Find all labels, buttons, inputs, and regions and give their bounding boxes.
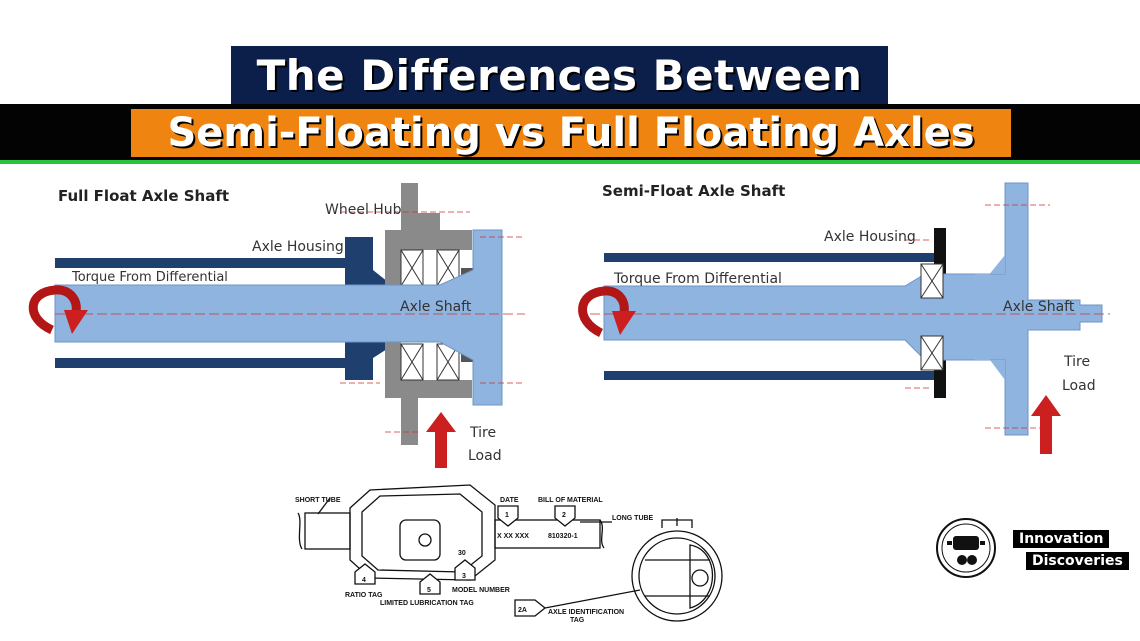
full-float-housing-upper-flange xyxy=(345,237,398,298)
semi-float-hub-taper-lower xyxy=(975,340,1005,380)
leader-axle-id-tag xyxy=(544,589,641,609)
brand-logo-tab-left xyxy=(947,541,952,545)
cover-end-view-inner xyxy=(638,537,716,615)
brand-logo-tab-right xyxy=(980,541,985,545)
bom-code: 810320-1 xyxy=(548,533,578,540)
callout-4: 4 xyxy=(362,577,366,584)
full-float-bearings-lower xyxy=(400,343,460,381)
callout-5-shape xyxy=(419,573,441,595)
casting-number: 30 xyxy=(458,550,466,557)
callout-5: 5 xyxy=(427,587,431,594)
full-float-housing-lower-tube xyxy=(55,358,345,368)
semi-float-torque-label: Torque From Differential xyxy=(613,271,782,287)
model-number-label: MODEL NUMBER xyxy=(452,587,510,594)
brand-logo-inner-ring xyxy=(941,523,991,573)
full-float-axle-shaft-label: Axle Shaft xyxy=(400,299,472,315)
full-float-tire-label: Tire xyxy=(469,425,496,441)
full-float-load-arrow xyxy=(426,412,456,468)
brand-name-line-1: Innovation xyxy=(1013,530,1110,548)
axle-tag-diagram xyxy=(297,484,723,622)
date-code: X XX XXX xyxy=(497,533,529,540)
full-float-hub-upper-wall xyxy=(385,250,401,290)
full-float-torque-arrow xyxy=(28,285,81,335)
axle-id-tag-label-2: TAG xyxy=(570,617,585,624)
full-float-title: Full Float Axle Shaft xyxy=(58,187,229,205)
title-line-1-banner: The Differences Between xyxy=(231,46,888,104)
limited-lubrication-tag-label: LIMITED LUBRICATION TAG xyxy=(380,600,474,607)
brand-logo-dot-1 xyxy=(957,555,967,565)
callout-1: 1 xyxy=(505,512,509,519)
axle-id-tag-label-1: AXLE IDENTIFICATION xyxy=(548,609,624,616)
full-float-torque-label: Torque From Differential xyxy=(71,270,228,285)
date-label: DATE xyxy=(500,497,519,504)
short-tube-break xyxy=(297,512,303,550)
callout-1-shape xyxy=(497,505,519,527)
semi-float-hub-taper-upper xyxy=(975,255,1005,292)
full-float-diagram: Full Float Axle Shaft xyxy=(28,183,525,468)
callout-3-shape xyxy=(454,559,476,581)
semi-float-title: Semi-Float Axle Shaft xyxy=(602,182,785,200)
gear-icon xyxy=(953,536,979,550)
cover-tag-plate xyxy=(689,544,713,609)
callout-2: 2 xyxy=(562,512,566,519)
semi-float-torque-arrow xyxy=(578,286,629,338)
short-tube xyxy=(304,512,351,550)
brand-name-line-2: Discoveries xyxy=(1026,552,1129,570)
cover-plate xyxy=(399,519,441,561)
semi-float-axle-shaft xyxy=(603,182,1103,436)
semi-float-load-arrow xyxy=(1031,395,1061,454)
callout-4-shape xyxy=(354,563,376,585)
semi-float-axle-shaft-label: Axle Shaft xyxy=(1003,299,1075,315)
full-float-wheel-hub-label: Wheel Hub xyxy=(325,202,402,218)
semi-float-housing-end-upper xyxy=(916,253,934,262)
cover-tag-hole xyxy=(691,569,709,587)
differential-housing xyxy=(349,484,496,581)
title-line-1: The Differences Between xyxy=(256,50,863,100)
long-tube xyxy=(494,519,601,549)
full-float-housing-lower-flange xyxy=(345,333,398,380)
callout-3: 3 xyxy=(462,573,466,580)
full-float-torque-arrowhead xyxy=(64,310,88,334)
leader-short-tube xyxy=(317,497,331,515)
semi-float-tire-label: Tire xyxy=(1063,354,1090,370)
semi-float-diagram: Semi-Float Axle Shaft Axle Housing Torqu… xyxy=(578,182,1110,454)
full-float-wheel-hub-lower xyxy=(385,380,472,445)
semi-float-axle-housing-label: Axle Housing xyxy=(824,229,916,245)
title-line-2-banner: Semi-Floating vs Full Floating Axles xyxy=(131,109,1011,157)
semi-float-housing-upper-tube xyxy=(604,253,934,262)
full-float-wheel-hub-upper xyxy=(385,183,472,250)
full-float-axle-housing-label: Axle Housing xyxy=(252,239,344,255)
semi-float-bearings xyxy=(920,263,944,371)
callout-2a: 2A xyxy=(518,607,527,614)
brand-logo-dot-2 xyxy=(967,555,977,565)
callout-2a-shape xyxy=(514,599,547,617)
long-tube-label: LONG TUBE xyxy=(612,515,654,522)
short-tube-label: SHORT TUBE xyxy=(295,497,341,504)
cover-end-view xyxy=(631,530,723,622)
callout-2-shape xyxy=(554,505,576,527)
full-float-bearings-upper xyxy=(400,249,460,287)
title-band-accent-line xyxy=(0,160,1140,164)
full-float-hub-lower-wall xyxy=(385,340,401,380)
semi-float-housing-lower-tube xyxy=(604,371,934,380)
brand-logo xyxy=(936,518,996,578)
semi-float-load-label: Load xyxy=(1062,378,1096,394)
fill-plug xyxy=(418,533,432,547)
full-float-load-label: Load xyxy=(468,448,502,464)
differential-cover xyxy=(361,493,483,573)
ratio-tag-label: RATIO TAG xyxy=(345,592,383,599)
semi-float-torque-arrowhead xyxy=(612,311,636,335)
axle-tag-labels: SHORT TUBE DATE BILL OF MATERIAL LONG TU… xyxy=(295,497,654,624)
full-float-axle-shaft xyxy=(54,229,503,406)
full-float-housing-upper-tube xyxy=(55,258,345,268)
bill-of-material-label: BILL OF MATERIAL xyxy=(538,497,603,504)
title-line-2: Semi-Floating vs Full Floating Axles xyxy=(167,110,975,156)
